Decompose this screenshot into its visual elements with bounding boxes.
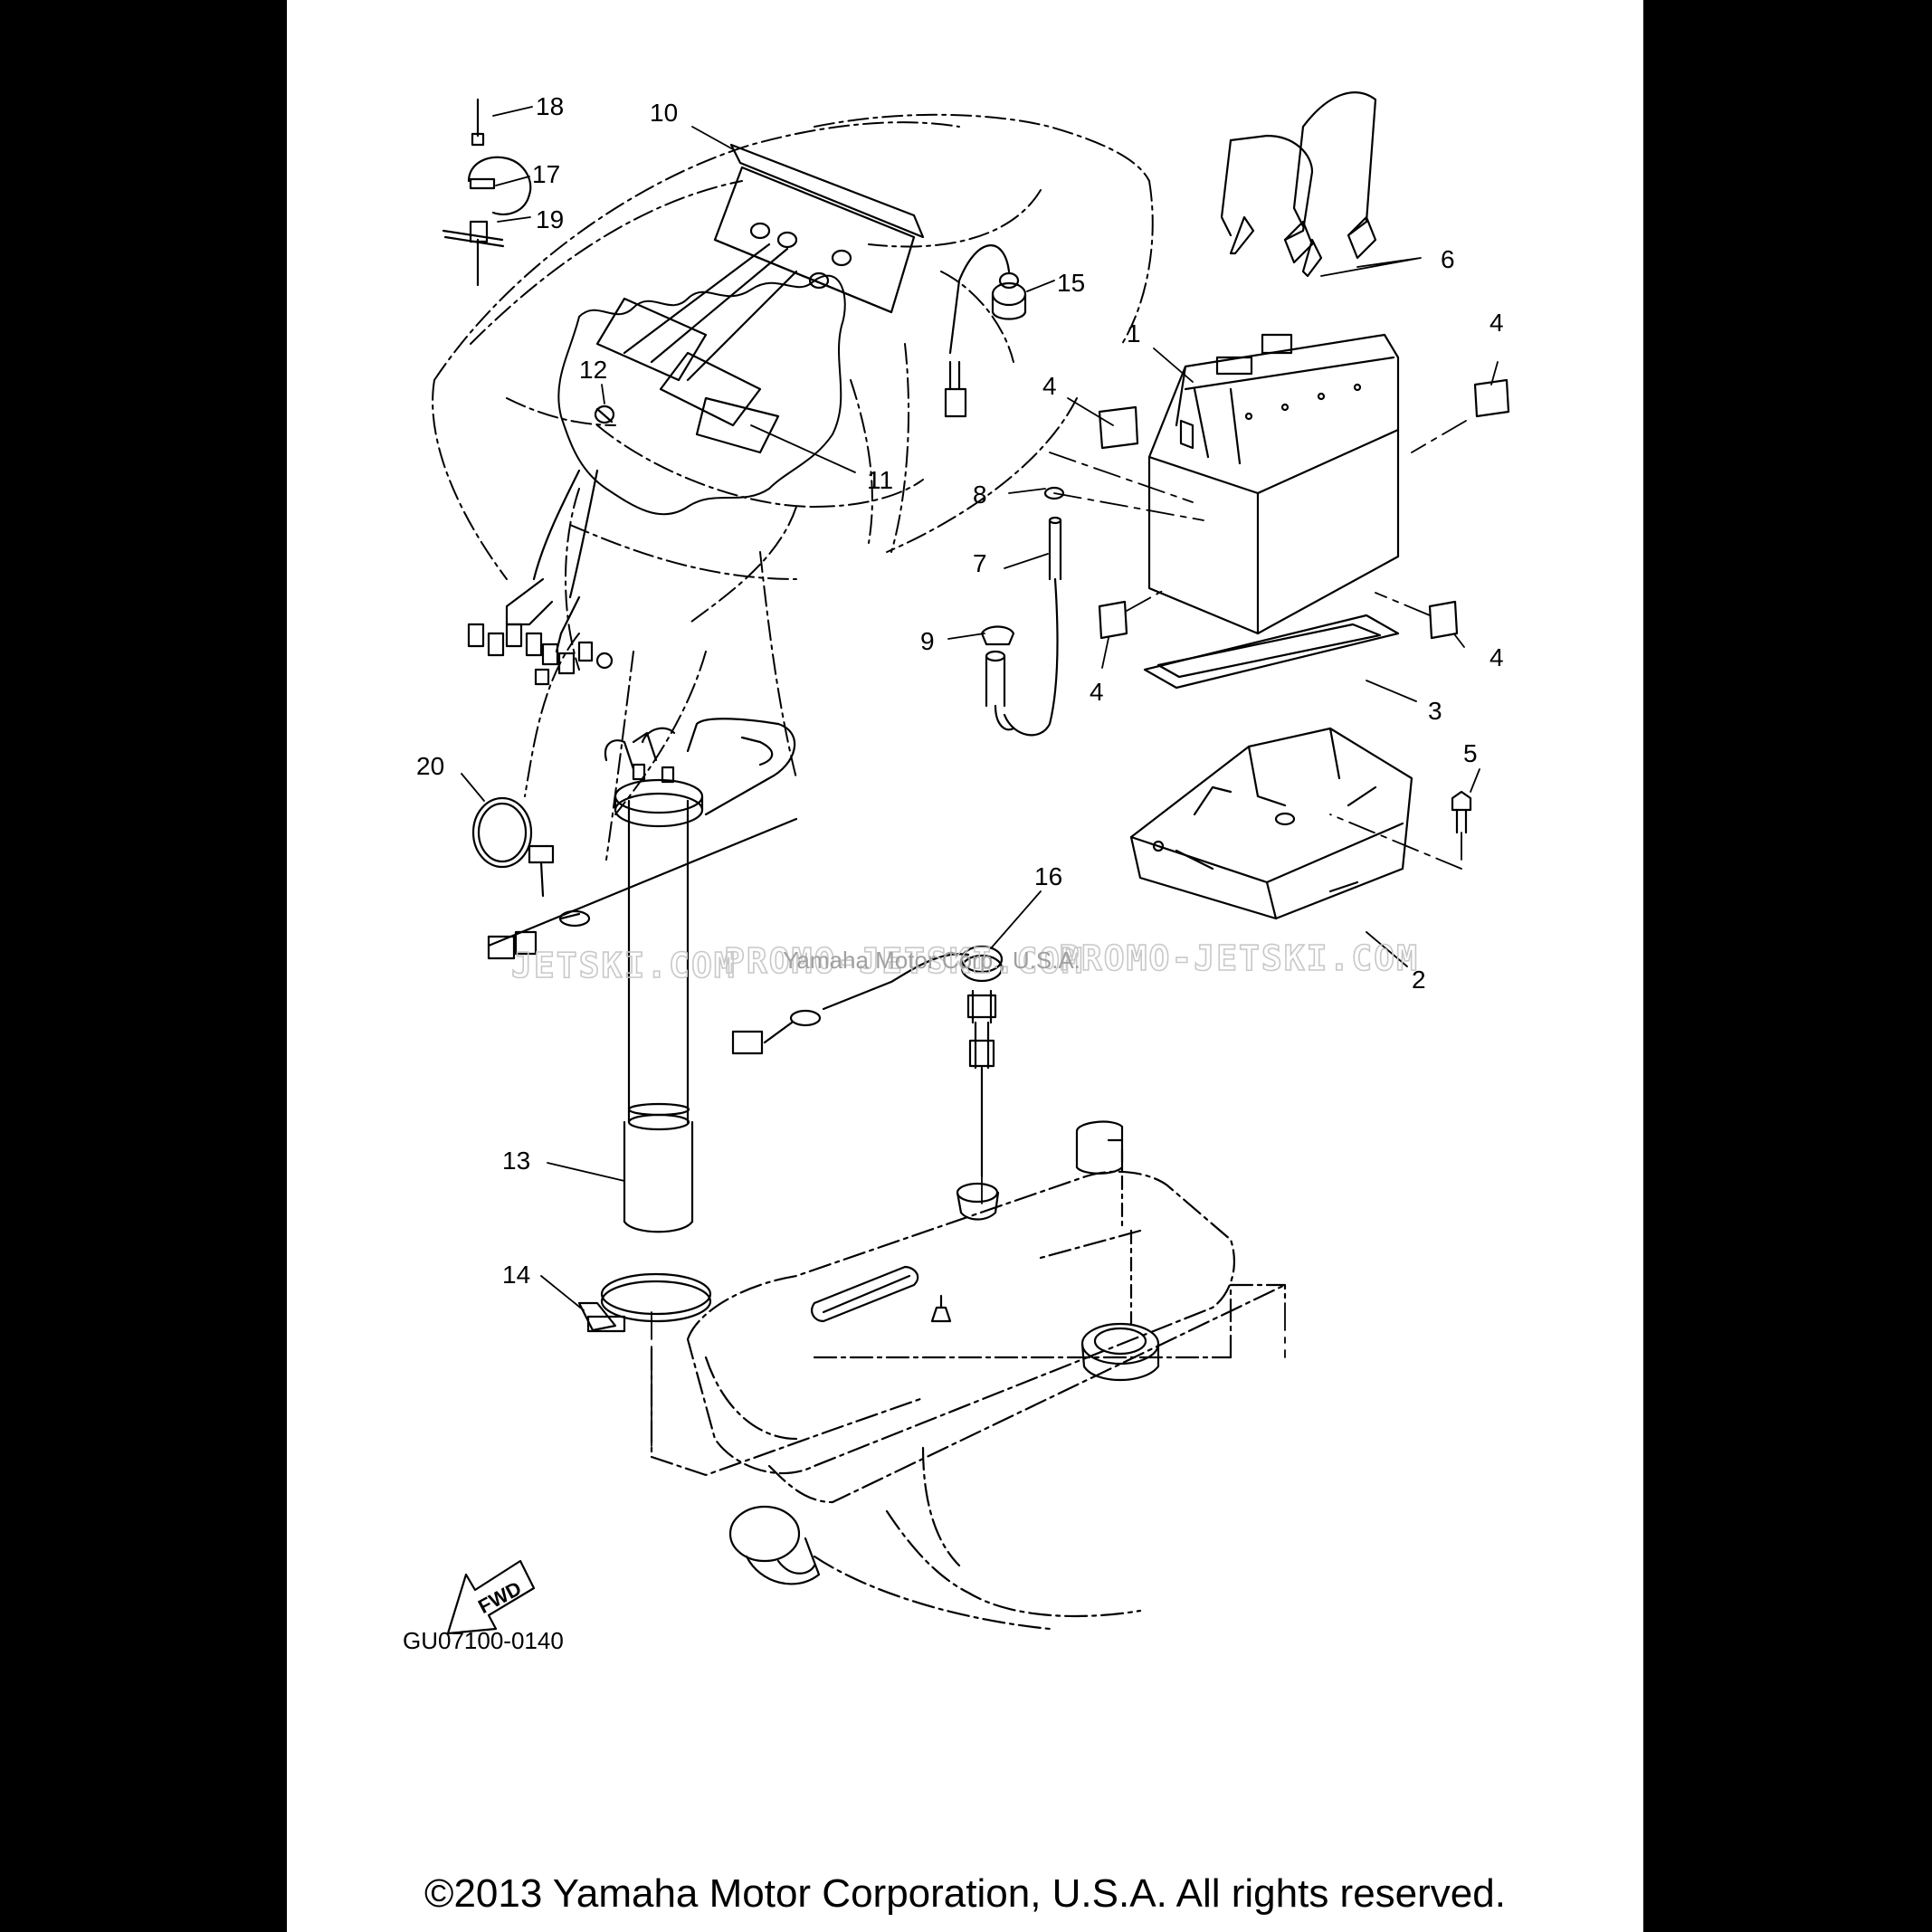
callout-19: 19 xyxy=(536,205,564,233)
cutaway-edge xyxy=(557,274,846,516)
fwd-label: FWD xyxy=(474,1576,525,1618)
fwd-arrow-icon xyxy=(446,1559,536,1635)
callout-15: 15 xyxy=(1057,269,1085,297)
leader-lines xyxy=(461,106,1499,1311)
harness-part-11[interactable] xyxy=(467,469,614,686)
band-clamp-part-14[interactable] xyxy=(577,1272,712,1333)
sender-harness[interactable] xyxy=(487,817,798,960)
level-sensor-part-16[interactable] xyxy=(731,945,1004,1178)
callout-7: 7 xyxy=(973,549,987,577)
label-decal-part-4[interactable] xyxy=(1098,378,1510,640)
battery-part-1[interactable] xyxy=(1147,333,1400,635)
filler-cap xyxy=(728,1505,821,1585)
clamp-parts-17-18-19[interactable] xyxy=(442,98,532,287)
callout-6: 6 xyxy=(1441,245,1455,273)
callout-numbers: 1 2 3 4 4 4 4 5 6 7 8 9 10 11 12 13 14 1… xyxy=(416,92,1504,1289)
callout-3: 3 xyxy=(1428,697,1442,725)
callout-14: 14 xyxy=(502,1261,530,1289)
callout-11: 11 xyxy=(867,466,893,494)
callout-18: 18 xyxy=(536,92,564,120)
clip-part-12[interactable] xyxy=(594,404,615,424)
callout-4b: 4 xyxy=(1489,309,1504,337)
fuel-tank xyxy=(650,1120,1287,1631)
callout-16: 16 xyxy=(1034,862,1062,890)
vent-tube-parts-7-8-9[interactable] xyxy=(980,486,1065,737)
callout-5: 5 xyxy=(1463,739,1478,767)
callout-4a: 4 xyxy=(1042,372,1057,400)
watermark: JETSKI.COM PROMO-JETSKI.COM PROMO-JETSKI… xyxy=(510,937,1419,986)
callout-13: 13 xyxy=(502,1147,530,1175)
fuel-sender-part-13[interactable] xyxy=(604,718,796,1233)
callout-8: 8 xyxy=(973,481,987,509)
bolt-part-5[interactable] xyxy=(1451,790,1472,834)
callout-20: 20 xyxy=(416,752,444,780)
callout-17: 17 xyxy=(532,160,560,188)
battery-strap-part-6[interactable] xyxy=(1220,91,1377,278)
connector-part-15[interactable] xyxy=(944,244,1027,418)
meter-housing-part-10[interactable] xyxy=(595,143,925,454)
watermark-overlay: Yamaha Motor Corp., U.S.A. xyxy=(783,947,1080,974)
battery-mat-part-3[interactable] xyxy=(1143,614,1400,690)
callout-9: 9 xyxy=(920,627,935,655)
callout-1: 1 xyxy=(1127,319,1141,347)
callout-12: 12 xyxy=(579,356,607,384)
callout-4c: 4 xyxy=(1090,678,1104,706)
battery-box-part-2[interactable] xyxy=(1129,727,1413,920)
copyright-notice: ©2013 Yamaha Motor Corporation, U.S.A. A… xyxy=(424,1871,1506,1916)
reference-lines xyxy=(651,420,1467,1453)
drawing-code: GU07100-0140 xyxy=(403,1627,564,1654)
clamp-part-20[interactable] xyxy=(471,796,555,898)
callout-4d: 4 xyxy=(1489,643,1504,671)
watermark-mid: PROMO-JETSKI.COM xyxy=(724,941,1084,981)
watermark-left: JETSKI.COM xyxy=(511,946,737,985)
callout-2: 2 xyxy=(1412,966,1426,994)
callout-10: 10 xyxy=(650,99,678,127)
watermark-right: PROMO-JETSKI.COM xyxy=(1059,938,1419,978)
